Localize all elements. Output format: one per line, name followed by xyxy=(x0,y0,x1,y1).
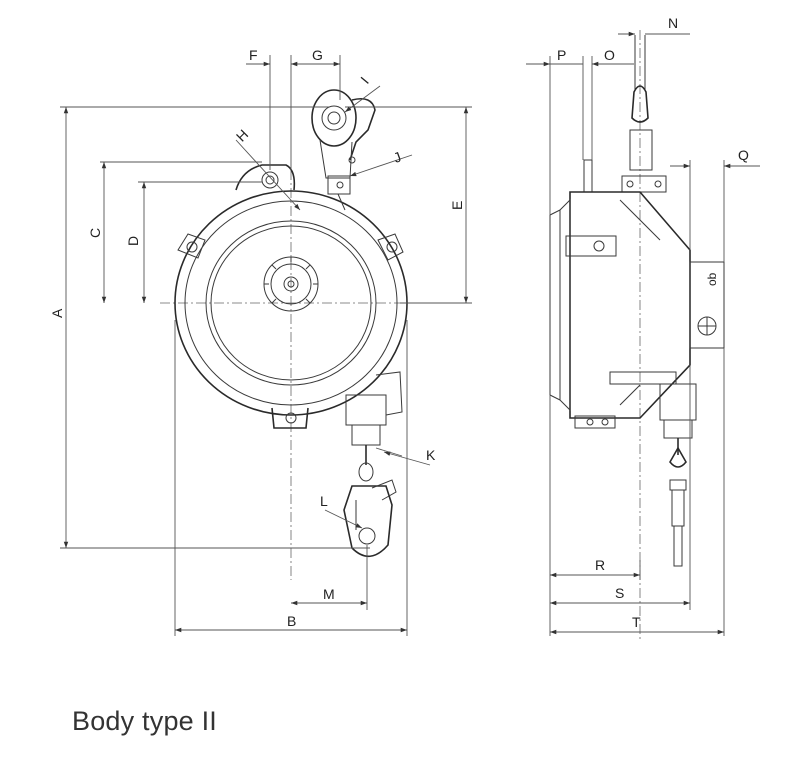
dim-label-F: F xyxy=(249,47,258,63)
dim-label-J: J xyxy=(391,149,403,166)
dim-label-T: T xyxy=(632,614,641,630)
dim-label-R: R xyxy=(595,557,605,573)
caption: Body type II xyxy=(72,706,217,736)
dim-label-A: A xyxy=(49,308,65,318)
top-lug xyxy=(235,164,296,191)
dim-label-I: I xyxy=(357,74,372,87)
dim-label-O: O xyxy=(604,47,615,63)
dim-label-C: C xyxy=(87,228,103,238)
dim-label-N: N xyxy=(668,15,678,31)
dim-label-M: M xyxy=(323,586,335,602)
left-lug xyxy=(177,233,206,259)
top-swivel xyxy=(631,85,649,123)
dim-label-P: P xyxy=(557,47,566,63)
side-bracket xyxy=(565,235,617,257)
side-plate-text: ob xyxy=(705,272,719,286)
dim-label-K: K xyxy=(426,447,436,463)
dim-label-E: E xyxy=(449,201,465,210)
dim-label-D: D xyxy=(125,236,141,246)
top-hook xyxy=(311,89,376,211)
dim-label-L: L xyxy=(320,493,328,509)
side-view: ob N P O Q xyxy=(526,15,760,640)
right-lug xyxy=(377,233,404,261)
bottom-hook xyxy=(343,371,403,558)
drum-outer xyxy=(205,220,377,386)
bottom-lug xyxy=(271,407,309,429)
dim-label-H: H xyxy=(233,126,251,144)
side-hook xyxy=(669,446,687,468)
dim-label-G: G xyxy=(312,47,323,63)
front-view: A C D E F G H I J K xyxy=(49,47,472,636)
dim-label-B: B xyxy=(287,613,296,629)
side-plate xyxy=(689,261,725,349)
dim-label-S: S xyxy=(615,585,624,601)
dim-label-Q: Q xyxy=(738,147,749,163)
